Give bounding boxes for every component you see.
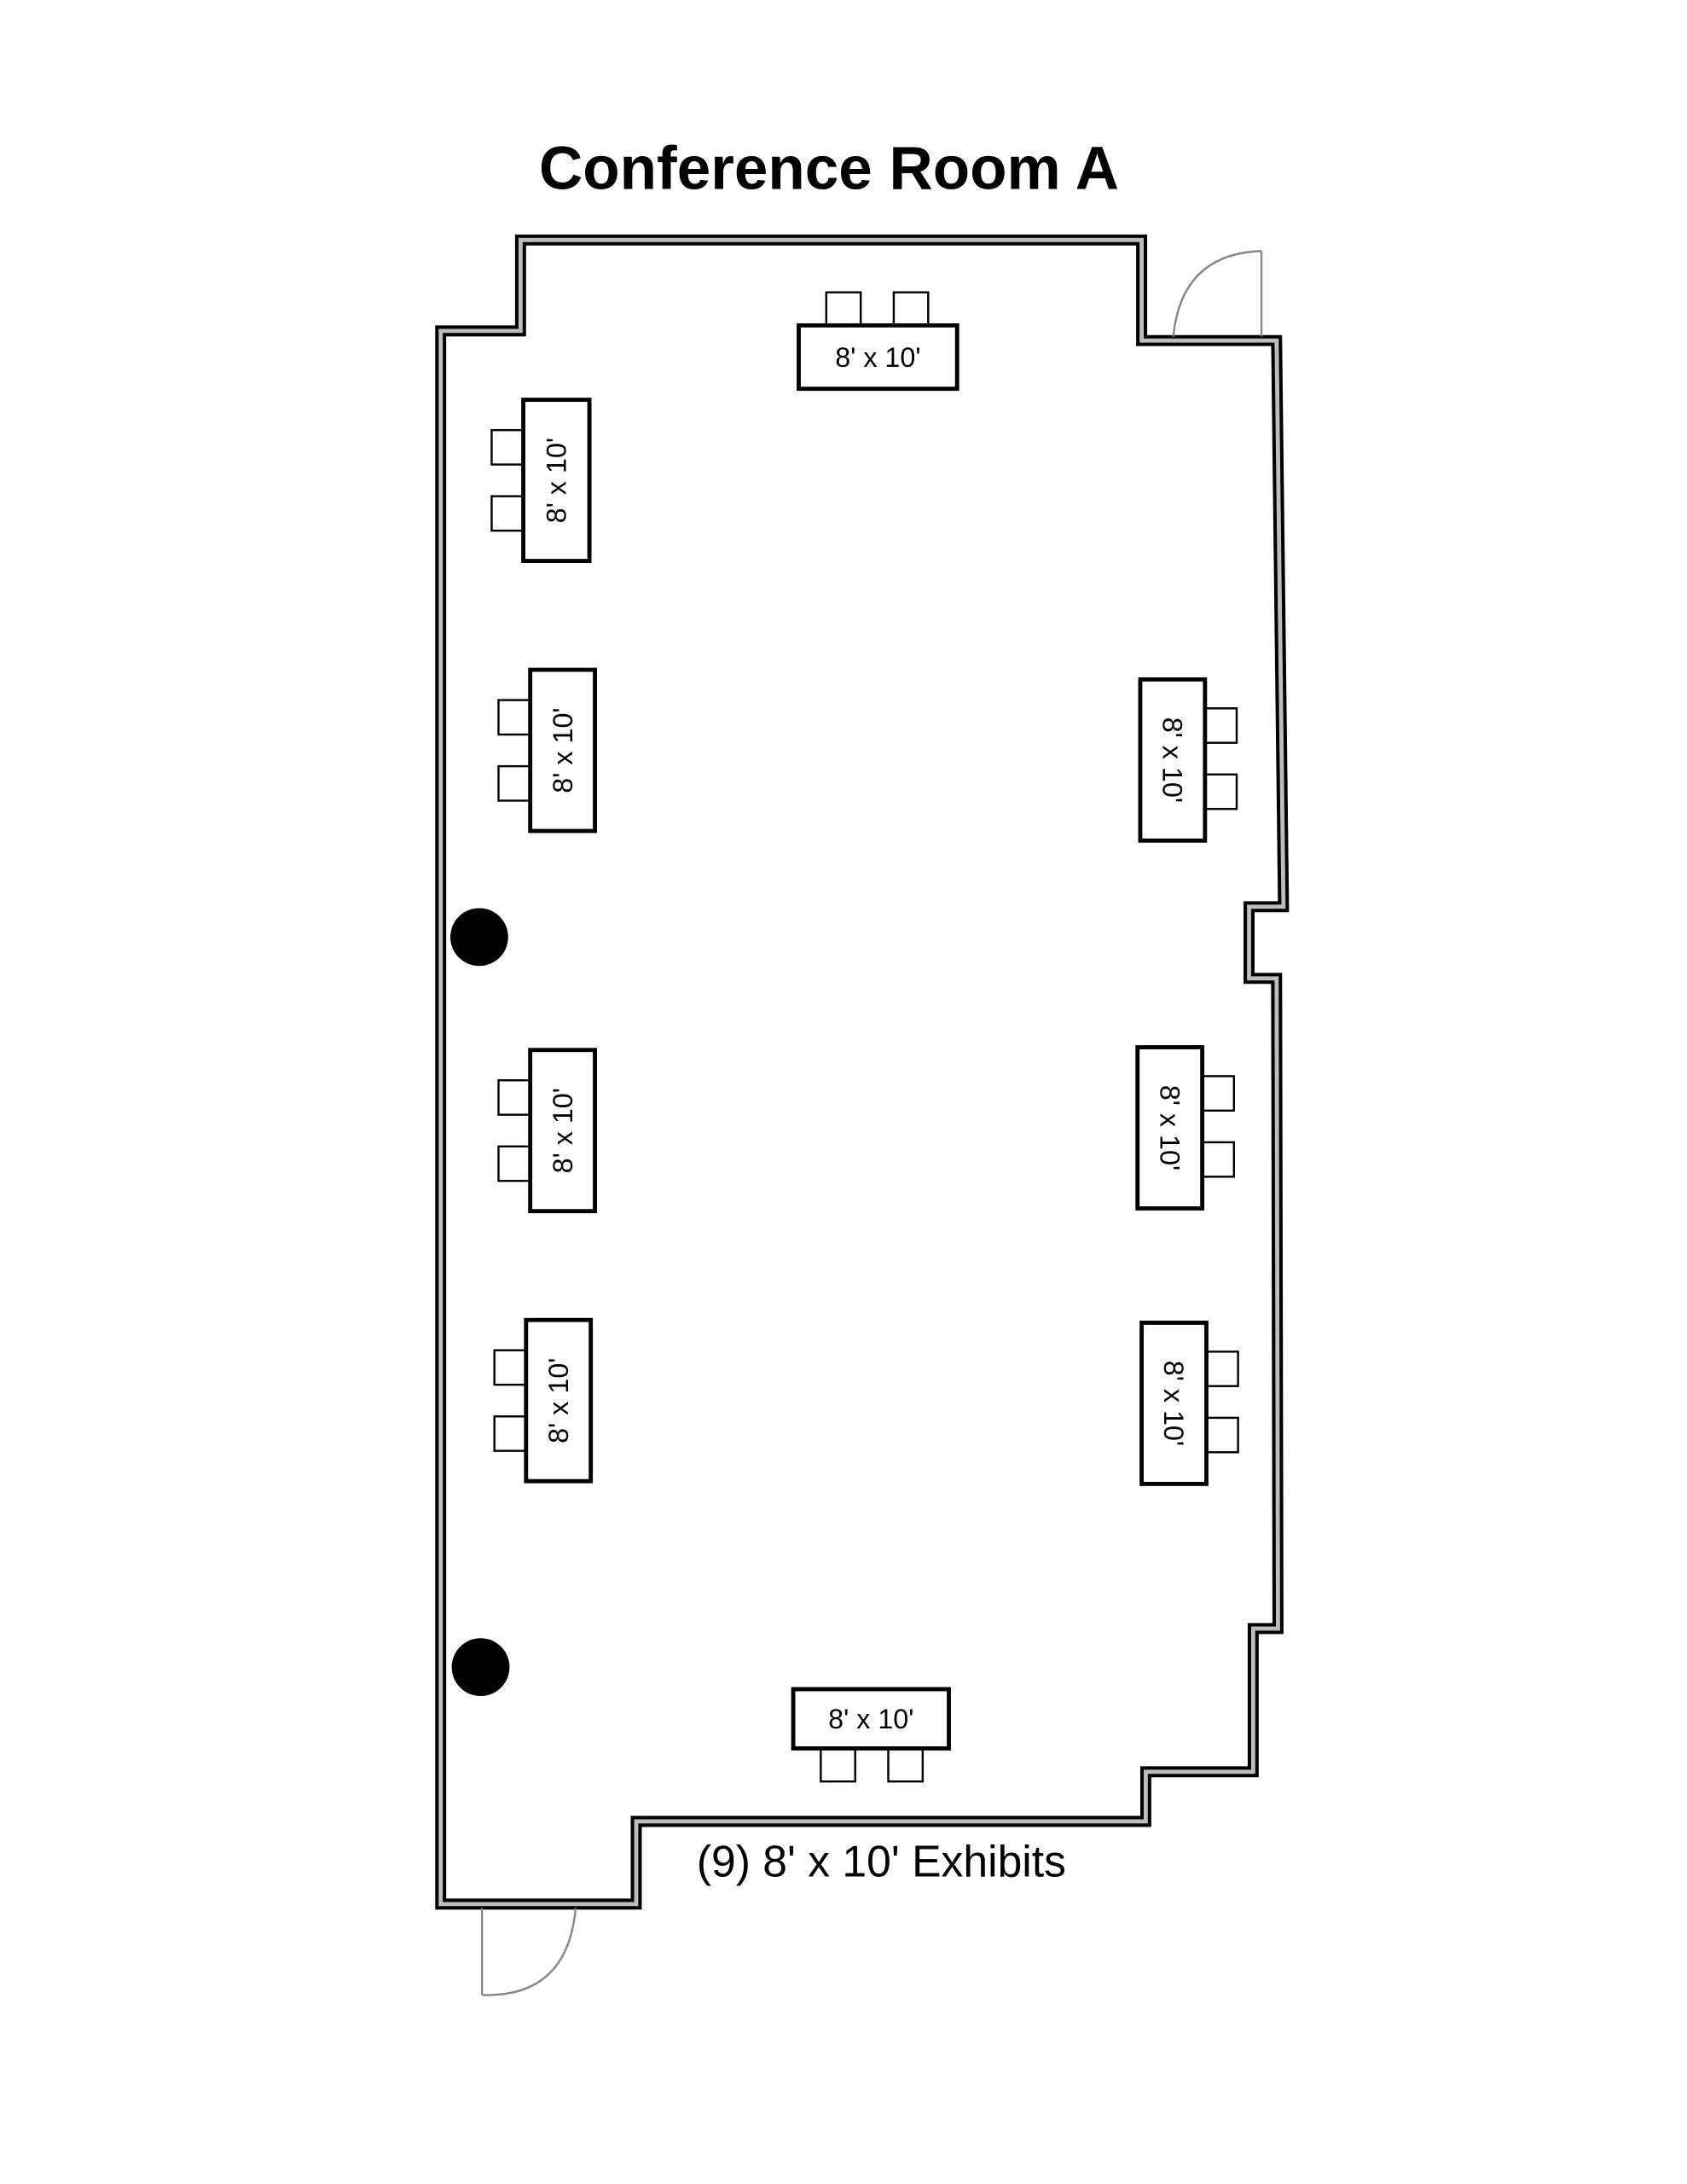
- door-top-right: [1172, 250, 1263, 337]
- page-title: Conference Room A: [539, 136, 1119, 203]
- booth-table: [528, 667, 597, 834]
- booth: 8' x 10': [1138, 677, 1238, 843]
- booth-label: 8' x 10': [543, 1358, 574, 1443]
- chair: [497, 1145, 531, 1182]
- chair: [1201, 1141, 1235, 1178]
- booth-label: 8' x 10': [1154, 1085, 1185, 1170]
- booth: 8' x 10': [1139, 1321, 1239, 1486]
- chair: [493, 1415, 528, 1452]
- booth-label: 8' x 10': [548, 707, 578, 793]
- booth-table: [1139, 1321, 1209, 1486]
- chair: [1201, 1075, 1235, 1112]
- booth-table: [528, 1048, 597, 1214]
- booth-table: [1135, 1045, 1205, 1211]
- chair: [1205, 1350, 1239, 1387]
- booth-table: [521, 398, 592, 563]
- booth: 8' x 10': [1135, 1045, 1235, 1211]
- caption: (9) 8' x 10' Exhibits: [697, 1837, 1066, 1886]
- chair: [497, 1079, 531, 1116]
- booths: 8' x 10' 8' x 10' 8' x 10' 8' x 10' 8' x 10'…: [490, 291, 1239, 1783]
- booth-table: [524, 1317, 594, 1484]
- chair: [1205, 1416, 1239, 1454]
- booth-label: 8' x 10': [835, 342, 920, 373]
- chair: [892, 291, 930, 327]
- booth-table: [797, 323, 959, 392]
- booth: 8' x 10': [791, 1687, 951, 1783]
- pillar: [450, 908, 508, 967]
- booth: 8' x 10': [497, 1048, 597, 1214]
- room-walls: [435, 234, 1290, 1910]
- booth: 8' x 10': [490, 398, 592, 563]
- pillar: [451, 1638, 510, 1697]
- chair: [820, 1747, 856, 1783]
- chair: [497, 764, 531, 802]
- chair: [825, 291, 862, 327]
- booth: 8' x 10': [497, 667, 597, 834]
- chair: [490, 428, 525, 466]
- door-bottom-left: [480, 1908, 577, 1996]
- booth-label: 8' x 10': [828, 1704, 913, 1734]
- chair: [490, 495, 525, 532]
- chair: [493, 1349, 528, 1386]
- booth: 8' x 10': [493, 1317, 594, 1484]
- booth-table: [791, 1687, 951, 1751]
- booth-label: 8' x 10': [1158, 1361, 1189, 1446]
- booth-table: [1138, 677, 1208, 843]
- booth: 8' x 10': [797, 291, 959, 392]
- booth-label: 8' x 10': [548, 1088, 578, 1173]
- chair: [1203, 773, 1238, 810]
- chair: [497, 699, 531, 736]
- chair: [1203, 707, 1238, 744]
- chair: [887, 1747, 925, 1783]
- booth-label: 8' x 10': [1157, 717, 1188, 803]
- booth-label: 8' x 10': [542, 438, 572, 523]
